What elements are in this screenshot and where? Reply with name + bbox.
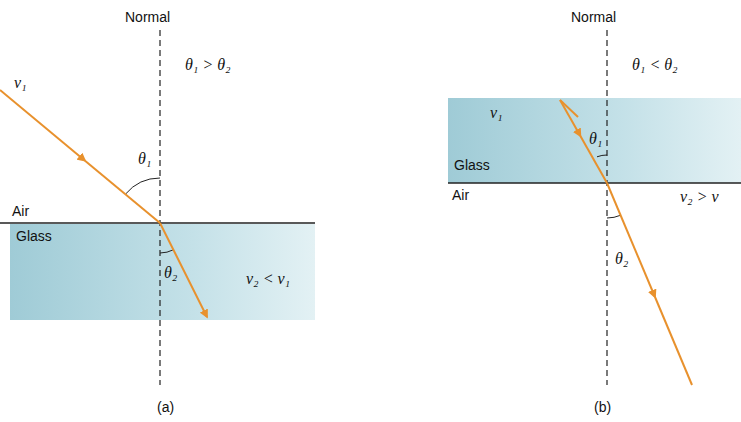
interface-line [448,182,741,184]
interface-line [0,222,315,224]
speed-label: v₁ [490,104,503,122]
angle-arc [607,215,621,218]
medium-name: Glass [12,226,56,246]
medium-name: Air [12,204,29,219]
angle-arc [160,250,174,253]
normal-line [159,30,160,385]
glass-fill [10,224,315,320]
speed-relation: v₂ > v [680,188,719,206]
angle-relation: θ₁ > θ₂ [185,56,231,74]
normal-label: Normal [571,10,616,25]
angle-label: θ₂ [164,264,177,282]
angle-arc [597,155,607,157]
light-ray [655,297,692,385]
glass-fill [448,98,741,183]
speed-label: v₁ [14,74,27,92]
panel-label: (a) [157,400,174,415]
angle-label: θ₁ [589,130,602,148]
medium-name: Glass [450,155,494,175]
angle-label: θ₂ [615,250,628,268]
light-ray [560,100,580,136]
medium-name: Air [452,188,469,203]
light-ray [0,90,85,161]
panel-label: (b) [594,400,611,415]
angle-label: θ₁ [138,150,151,168]
angle-arc [126,178,161,194]
light-ray [160,223,207,317]
light-ray [607,183,655,297]
normal-label: Normal [125,10,170,25]
angle-relation: θ₁ < θ₂ [632,56,678,74]
normal-line [606,30,607,385]
speed-relation: v₂ < v₁ [246,270,290,288]
light-ray [85,161,160,223]
